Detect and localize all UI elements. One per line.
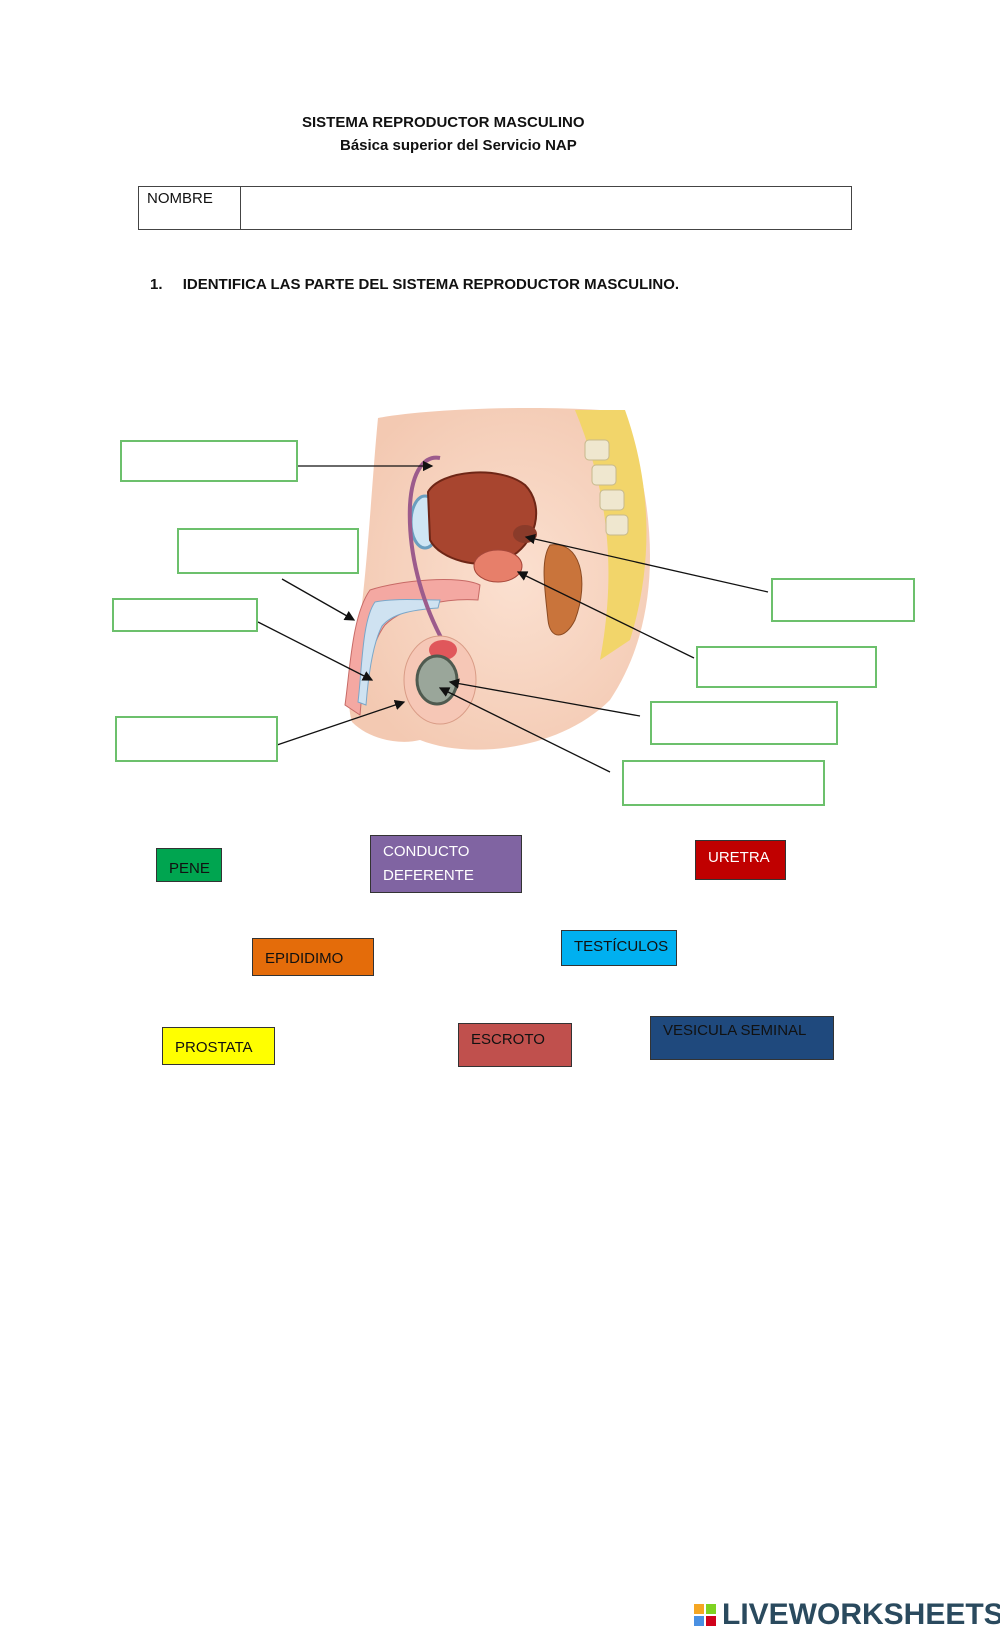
drop-zone-4[interactable] bbox=[115, 716, 278, 762]
drop-zone-7[interactable] bbox=[650, 701, 838, 745]
worksheet-title: SISTEMA REPRODUCTOR MASCULINO bbox=[302, 114, 585, 131]
worksheet-subtitle: Básica superior del Servicio NAP bbox=[340, 137, 577, 154]
name-input[interactable] bbox=[241, 187, 851, 229]
name-label: NOMBRE bbox=[139, 187, 241, 229]
prostate bbox=[473, 549, 523, 583]
liveworksheets-logo-icon bbox=[694, 1604, 716, 1626]
drop-zone-1[interactable] bbox=[120, 440, 298, 482]
tile-uretra[interactable]: URETRA bbox=[695, 840, 786, 880]
pointer-arrows bbox=[257, 460, 769, 773]
rectum bbox=[543, 544, 583, 636]
drop-zone-5[interactable] bbox=[771, 578, 915, 622]
instruction-text: IDENTIFICA LAS PARTE DEL SISTEMA REPRODU… bbox=[182, 276, 680, 293]
tile-prostata[interactable]: PROSTATA bbox=[162, 1027, 275, 1065]
drop-zone-2[interactable] bbox=[177, 528, 359, 574]
tile-epididimo[interactable]: EPIDIDIMO bbox=[252, 938, 374, 976]
testis bbox=[415, 654, 459, 706]
drop-zone-6[interactable] bbox=[696, 646, 877, 688]
liveworksheets-logo: LIVEWORKSHEETS bbox=[694, 1598, 1000, 1632]
drop-zone-3[interactable] bbox=[112, 598, 258, 632]
bladder bbox=[426, 471, 538, 565]
tile-pene[interactable]: PENE bbox=[156, 848, 222, 882]
drop-zone-8[interactable] bbox=[622, 760, 825, 806]
instruction-number: 1. bbox=[150, 276, 163, 293]
instruction: 1. IDENTIFICA LAS PARTE DEL SISTEMA REPR… bbox=[150, 276, 679, 293]
name-table: NOMBRE bbox=[138, 186, 852, 230]
tile-testiculos[interactable]: TESTÍCULOS bbox=[561, 930, 677, 966]
tile-escroto[interactable]: ESCROTO bbox=[458, 1023, 572, 1067]
spine bbox=[584, 439, 629, 536]
logo-text: LIVEWORKSHEETS bbox=[722, 1598, 1000, 1631]
tile-conducto-deferente[interactable]: CONDUCTO DEFERENTE bbox=[370, 835, 522, 893]
seminal-vesicle bbox=[513, 525, 537, 543]
tile-vesicula-seminal[interactable]: VESICULA SEMINAL bbox=[650, 1016, 834, 1060]
